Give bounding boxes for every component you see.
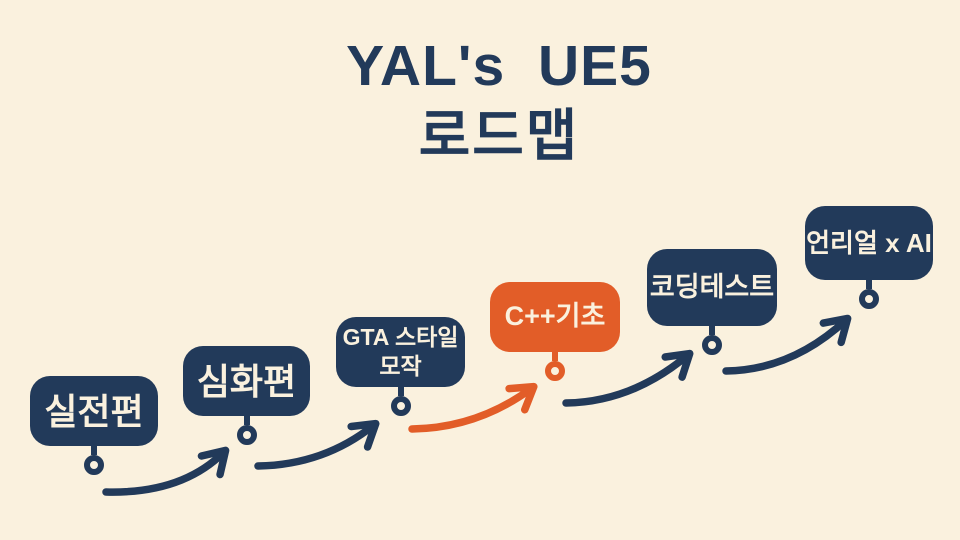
node-label: C++기초 (504, 301, 606, 332)
node-label: 심화편 (196, 360, 297, 402)
node-label: 코딩테스트 (649, 271, 775, 302)
connector-ring-icon (545, 361, 565, 381)
node-label: GTA 스타일 모작 (342, 324, 459, 379)
connector-ring-icon (390, 396, 411, 416)
page-title: YAL's UE5 로드맵 (0, 32, 960, 170)
node-stem (91, 446, 97, 455)
node-stem (243, 416, 250, 425)
connector-ring-icon (859, 289, 879, 309)
node-stem (866, 280, 872, 289)
node-stem (552, 352, 558, 361)
node-unreal-x-ai: 언리얼 x AI (805, 206, 933, 309)
node-coding-test: 코딩테스트 (647, 249, 777, 355)
node-stem (397, 387, 404, 396)
arrow-step3-to-step4 (408, 382, 538, 433)
connector-ring-icon (702, 335, 722, 355)
arrow-step2-to-step3 (254, 419, 380, 470)
page-title-line1: YAL's UE5 (346, 34, 652, 98)
arrow-step5-to-step6 (722, 314, 852, 375)
node-gta-style-clone: GTA 스타일 모작 (336, 317, 465, 416)
connector-ring-icon (236, 425, 257, 445)
arrow-step1-to-step2 (102, 446, 230, 496)
node-stem (709, 326, 715, 335)
node-practical-edition: 실전편 (30, 376, 158, 475)
node-cpp-basics: C++기초 (490, 282, 620, 381)
arrow-step4-to-step5 (562, 349, 694, 407)
page-title-line2: 로드맵 (418, 103, 580, 167)
node-advanced-edition: 심화편 (183, 346, 310, 445)
connector-ring-icon (84, 455, 104, 475)
node-label: 실전편 (44, 390, 144, 432)
node-label: 언리얼 x AI (806, 227, 932, 258)
